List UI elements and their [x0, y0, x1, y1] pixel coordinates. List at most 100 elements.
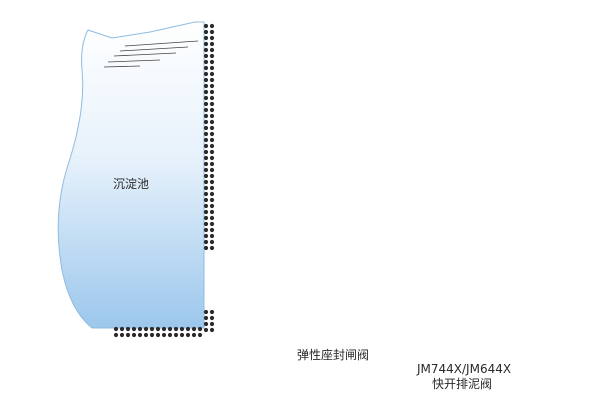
wall-dot — [209, 143, 215, 149]
wall-dot — [209, 327, 215, 333]
wall-dot — [209, 315, 215, 321]
wall-dot — [185, 326, 191, 332]
wall-dot — [209, 221, 215, 227]
wall-dot — [137, 332, 143, 338]
wall-dot — [203, 239, 209, 245]
wall-dot — [209, 83, 215, 89]
wall-dot — [203, 125, 209, 131]
wall-dot — [203, 95, 209, 101]
wall-dot — [203, 321, 209, 327]
wall-dot — [209, 65, 215, 71]
wall-dot — [209, 23, 215, 29]
wall-dot — [209, 227, 215, 233]
wall-dot — [203, 41, 209, 47]
wall-dot — [203, 83, 209, 89]
wall-dot — [203, 191, 209, 197]
wall-dot — [203, 101, 209, 107]
wall-dot — [209, 77, 215, 83]
wall-dot — [209, 71, 215, 77]
wall-dot — [197, 326, 203, 332]
wall-dot — [203, 161, 209, 167]
wall-dot — [209, 119, 215, 125]
wall-dot — [119, 326, 125, 332]
wall-dot — [209, 179, 215, 185]
wall-dot — [203, 119, 209, 125]
wall-dot — [203, 209, 209, 215]
wall-dot — [209, 35, 215, 41]
wall-dot — [209, 59, 215, 65]
water-surface-lines — [103, 40, 199, 68]
wall-dot — [155, 332, 161, 338]
drain-valve-name-label: 快开排泥阀 — [432, 377, 493, 391]
wall-dot — [131, 332, 137, 338]
wall-dot — [209, 321, 215, 327]
wall-dot — [203, 35, 209, 41]
gate-valve-label: 弹性座封闸阀 — [297, 348, 370, 362]
tank-label: 沉淀池 — [113, 177, 150, 191]
wall-dot — [203, 309, 209, 315]
tank-wall-dots — [113, 23, 215, 338]
wall-dot — [203, 53, 209, 59]
wall-dot — [209, 149, 215, 155]
wall-dot — [113, 326, 119, 332]
wall-dot — [209, 191, 215, 197]
wall-dot — [173, 332, 179, 338]
wall-dot — [209, 239, 215, 245]
wall-dot — [191, 326, 197, 332]
tank-water — [57, 21, 205, 329]
wall-dot — [179, 326, 185, 332]
wall-dot — [203, 227, 209, 233]
wall-dot — [155, 326, 161, 332]
wall-dot — [185, 332, 191, 338]
wall-dot — [119, 332, 125, 338]
wall-dot — [209, 197, 215, 203]
wall-dot — [209, 173, 215, 179]
wall-dot — [209, 245, 215, 251]
wall-dot — [191, 332, 197, 338]
wall-dot — [203, 315, 209, 321]
wall-dot — [161, 326, 167, 332]
wall-dot — [203, 197, 209, 203]
wall-dot — [209, 47, 215, 53]
wall-dot — [209, 101, 215, 107]
wall-dot — [167, 332, 173, 338]
wall-dot — [209, 53, 215, 59]
wall-dot — [125, 326, 131, 332]
wall-dot — [203, 65, 209, 71]
wall-dot — [209, 167, 215, 173]
wall-dot — [209, 113, 215, 119]
wall-dot — [149, 326, 155, 332]
wall-dot — [203, 203, 209, 209]
wall-dot — [209, 29, 215, 35]
wall-dot — [203, 71, 209, 77]
wall-dot — [203, 179, 209, 185]
wall-dot — [209, 161, 215, 167]
wall-dot — [131, 326, 137, 332]
wall-dot — [179, 332, 185, 338]
wall-dot — [203, 215, 209, 221]
wall-dot — [203, 221, 209, 227]
wall-dot — [209, 233, 215, 239]
wall-dot — [209, 185, 215, 191]
wall-dot — [209, 41, 215, 47]
drain-valve-model-label: JM744X/JM644X — [417, 362, 512, 376]
wall-dot — [161, 332, 167, 338]
wall-dot — [149, 332, 155, 338]
wall-dot — [209, 125, 215, 131]
wall-dot — [197, 332, 203, 338]
wall-dot — [203, 327, 209, 333]
wall-dot — [203, 59, 209, 65]
wall-dot — [209, 89, 215, 95]
wall-dot — [203, 155, 209, 161]
wall-dot — [203, 173, 209, 179]
wall-dot — [209, 155, 215, 161]
wall-dot — [203, 23, 209, 29]
wall-dot — [203, 107, 209, 113]
wall-dot — [113, 332, 119, 338]
wall-dot — [209, 309, 215, 315]
wall-dot — [203, 233, 209, 239]
wall-dot — [209, 137, 215, 143]
wall-dot — [143, 326, 149, 332]
wall-dot — [209, 95, 215, 101]
